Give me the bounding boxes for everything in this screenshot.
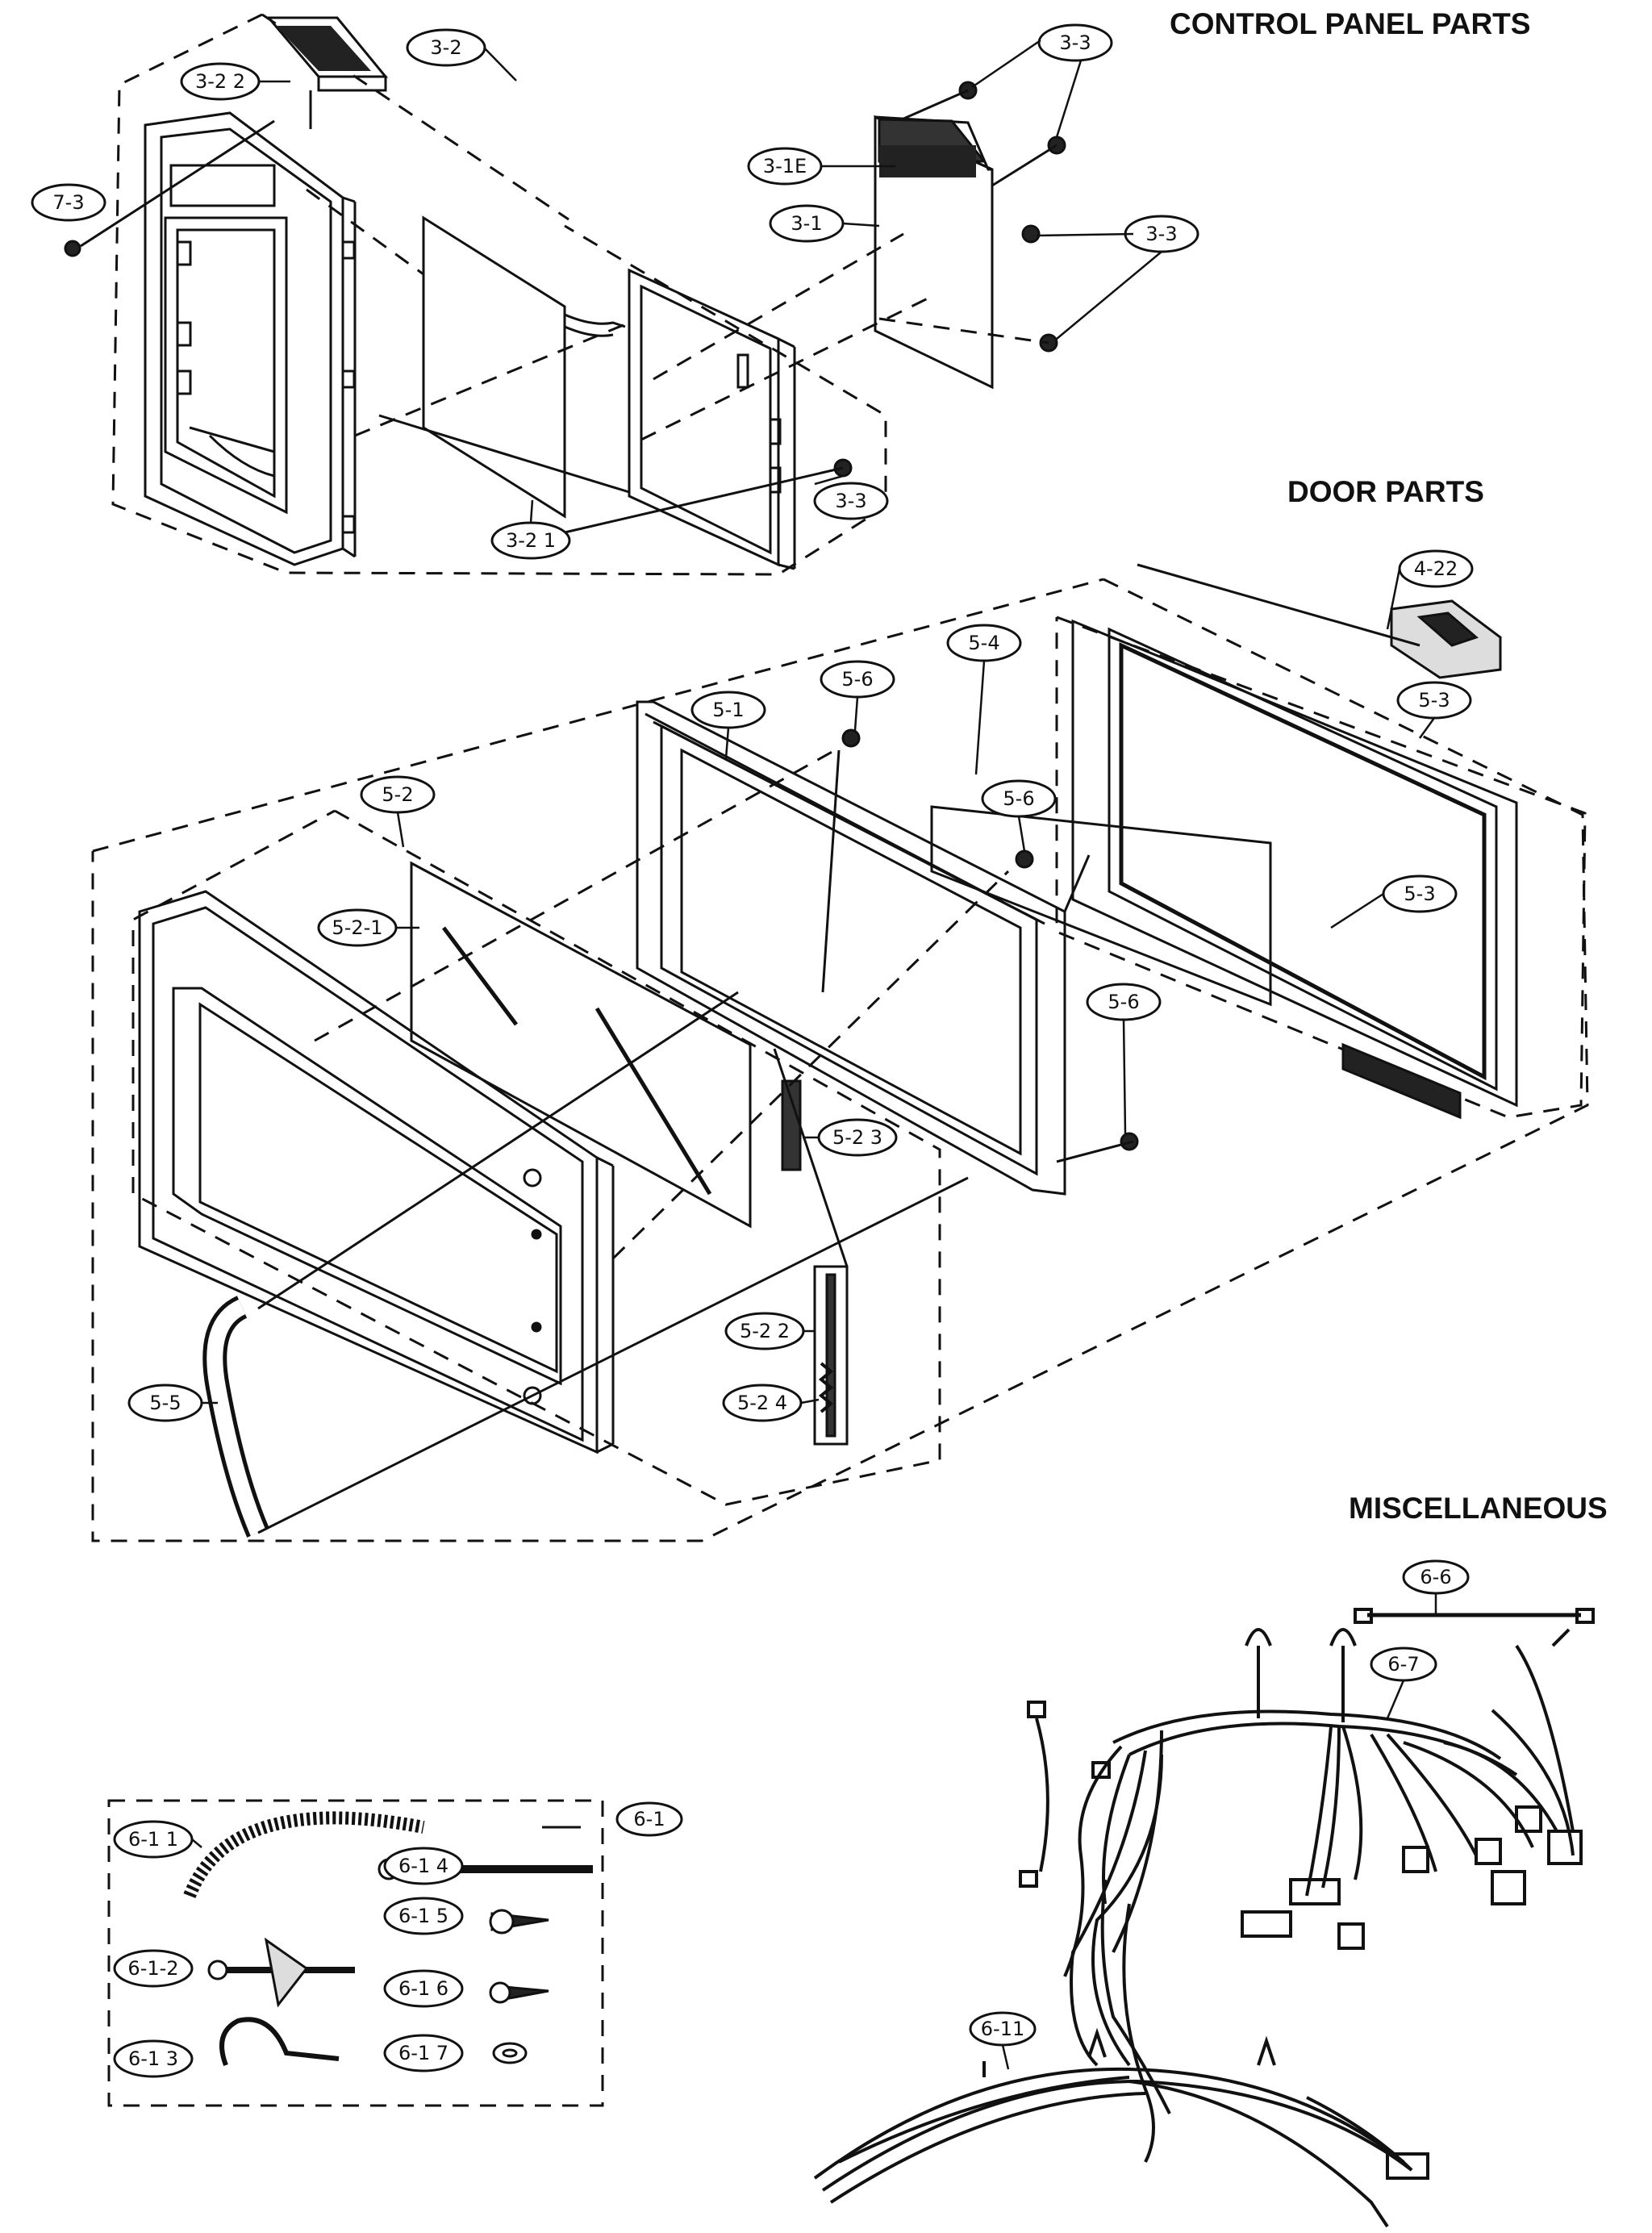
svg-text:6-1 1: 6-1 1	[128, 1828, 178, 1851]
callout-3-2: 3-2	[406, 28, 486, 67]
svg-text:6-1 6: 6-1 6	[398, 1977, 448, 2000]
callout-5-3-side: 5-3	[1382, 874, 1458, 913]
wire-harnesses	[813, 1608, 1595, 2228]
svg-text:5-6: 5-6	[1108, 991, 1139, 1013]
callout-6-11: 6-11	[969, 2011, 1037, 2047]
svg-text:5-3: 5-3	[1404, 883, 1435, 905]
callout-5-2-4: 5-2 4	[722, 1384, 803, 1422]
door-outer-boundary	[91, 578, 1589, 1542]
accessory-kit-boundary	[107, 1799, 604, 2107]
callout-3-2-1: 3-2 1	[490, 521, 571, 560]
callout-3-1: 3-1	[769, 204, 845, 243]
svg-text:6-1 4: 6-1 4	[398, 1855, 448, 1877]
svg-text:5-6: 5-6	[841, 668, 873, 691]
control-panel-frame	[144, 111, 357, 566]
callout-6-1-7: 6-1 7	[383, 2034, 464, 2072]
callout-5-6-top: 5-6	[820, 660, 895, 699]
door-front-panel	[138, 890, 615, 1455]
svg-text:3-1E: 3-1E	[763, 155, 807, 177]
callout-6-1-1: 6-1 1	[113, 1820, 194, 1859]
callout-6-1: 6-1	[615, 1801, 683, 1837]
door-hinges	[781, 1079, 849, 1446]
callout-3-1e: 3-1E	[747, 147, 823, 186]
door-group	[91, 563, 1589, 1542]
callout-6-7: 6-7	[1370, 1647, 1437, 1682]
svg-text:5-2-1: 5-2-1	[332, 916, 382, 939]
callout-4-22: 4-22	[1398, 549, 1474, 588]
control-circuit-board	[874, 115, 994, 390]
svg-text:6-1 7: 6-1 7	[398, 2042, 448, 2064]
svg-text:5-5: 5-5	[149, 1392, 181, 1414]
heading-door-parts: DOOR PARTS	[1287, 475, 1484, 508]
choke-plate	[930, 805, 1272, 1007]
svg-text:5-6: 5-6	[1003, 787, 1034, 810]
callout-5-6-low: 5-6	[1086, 983, 1162, 1021]
svg-text:5-1: 5-1	[712, 699, 744, 721]
svg-text:5-2 3: 5-2 3	[832, 1126, 882, 1149]
svg-text:3-1: 3-1	[791, 212, 822, 235]
callout-5-3-top: 5-3	[1396, 681, 1472, 720]
svg-text:4-22: 4-22	[1414, 557, 1458, 580]
svg-text:7-3: 7-3	[52, 191, 84, 214]
callout-5-4: 5-4	[946, 624, 1022, 662]
svg-text:6-6: 6-6	[1420, 1566, 1451, 1588]
callout-6-1-5: 6-1 5	[383, 1897, 464, 1935]
svg-text:6-1: 6-1	[633, 1808, 665, 1830]
callout-5-2-2: 5-2 2	[724, 1312, 805, 1350]
callout-6-1-2: 6-1-2	[113, 1949, 194, 1988]
touch-membrane	[422, 215, 626, 519]
callout-6-1-6: 6-1 6	[383, 1969, 464, 2008]
door-glass	[410, 861, 752, 1229]
callout-3-3-low: 3-3	[813, 482, 889, 520]
callout-5-1: 5-1	[690, 691, 766, 729]
door-latch	[1390, 599, 1502, 679]
svg-text:6-1-2: 6-1-2	[127, 1957, 178, 1980]
control-panel-group	[64, 13, 1066, 576]
callout-6-1-4: 6-1 4	[383, 1847, 464, 1885]
callout-5-2-3: 5-2 3	[817, 1118, 898, 1157]
control-backplate	[628, 268, 796, 570]
svg-text:5-2 2: 5-2 2	[740, 1320, 790, 1342]
leader-lines	[191, 39, 1437, 2070]
callout-3-2-2: 3-2 2	[180, 62, 261, 101]
svg-text:5-3: 5-3	[1418, 689, 1450, 712]
heading-control-panel-parts: CONTROL PANEL PARTS	[1170, 7, 1530, 40]
callout-6-6: 6-6	[1402, 1559, 1470, 1595]
door-back-frame	[1071, 619, 1518, 1120]
callout-6-1-3: 6-1 3	[113, 2039, 194, 2078]
choke-boundary	[1055, 616, 1587, 1119]
callout-5-2: 5-2	[360, 775, 436, 814]
callout-3-3-top: 3-3	[1037, 23, 1113, 62]
svg-text:6-1 3: 6-1 3	[128, 2047, 178, 2070]
svg-text:6-1 5: 6-1 5	[398, 1905, 448, 1927]
svg-text:5-2 4: 5-2 4	[737, 1392, 787, 1414]
control-panel-boundary	[111, 13, 887, 576]
callout-5-5: 5-5	[127, 1384, 203, 1422]
svg-text:5-2: 5-2	[382, 783, 413, 806]
callout-5-2-1: 5-2-1	[317, 908, 398, 947]
svg-text:5-4: 5-4	[968, 632, 999, 654]
svg-text:6-11: 6-11	[981, 2018, 1024, 2040]
display-window-strip	[265, 16, 389, 92]
svg-text:3-2 2: 3-2 2	[195, 70, 245, 93]
door-front-boundary	[131, 809, 941, 1506]
svg-text:3-2 1: 3-2 1	[506, 529, 556, 552]
callout-5-6-mid: 5-6	[981, 779, 1057, 818]
svg-text:3-3: 3-3	[1145, 223, 1177, 245]
svg-text:3-3: 3-3	[835, 490, 866, 512]
callouts: 3-2 3-2 2 7-3 3-3 3-1E 3-1 3-3 3-3 3-2 1…	[31, 23, 1474, 2078]
callout-3-3-mid: 3-3	[1124, 215, 1199, 253]
svg-text:6-7: 6-7	[1387, 1653, 1419, 1676]
svg-text:3-2: 3-2	[430, 36, 461, 59]
heading-miscellaneous: MISCELLANEOUS	[1349, 1492, 1608, 1525]
svg-text:3-3: 3-3	[1059, 31, 1091, 54]
callout-7-3: 7-3	[31, 183, 106, 222]
